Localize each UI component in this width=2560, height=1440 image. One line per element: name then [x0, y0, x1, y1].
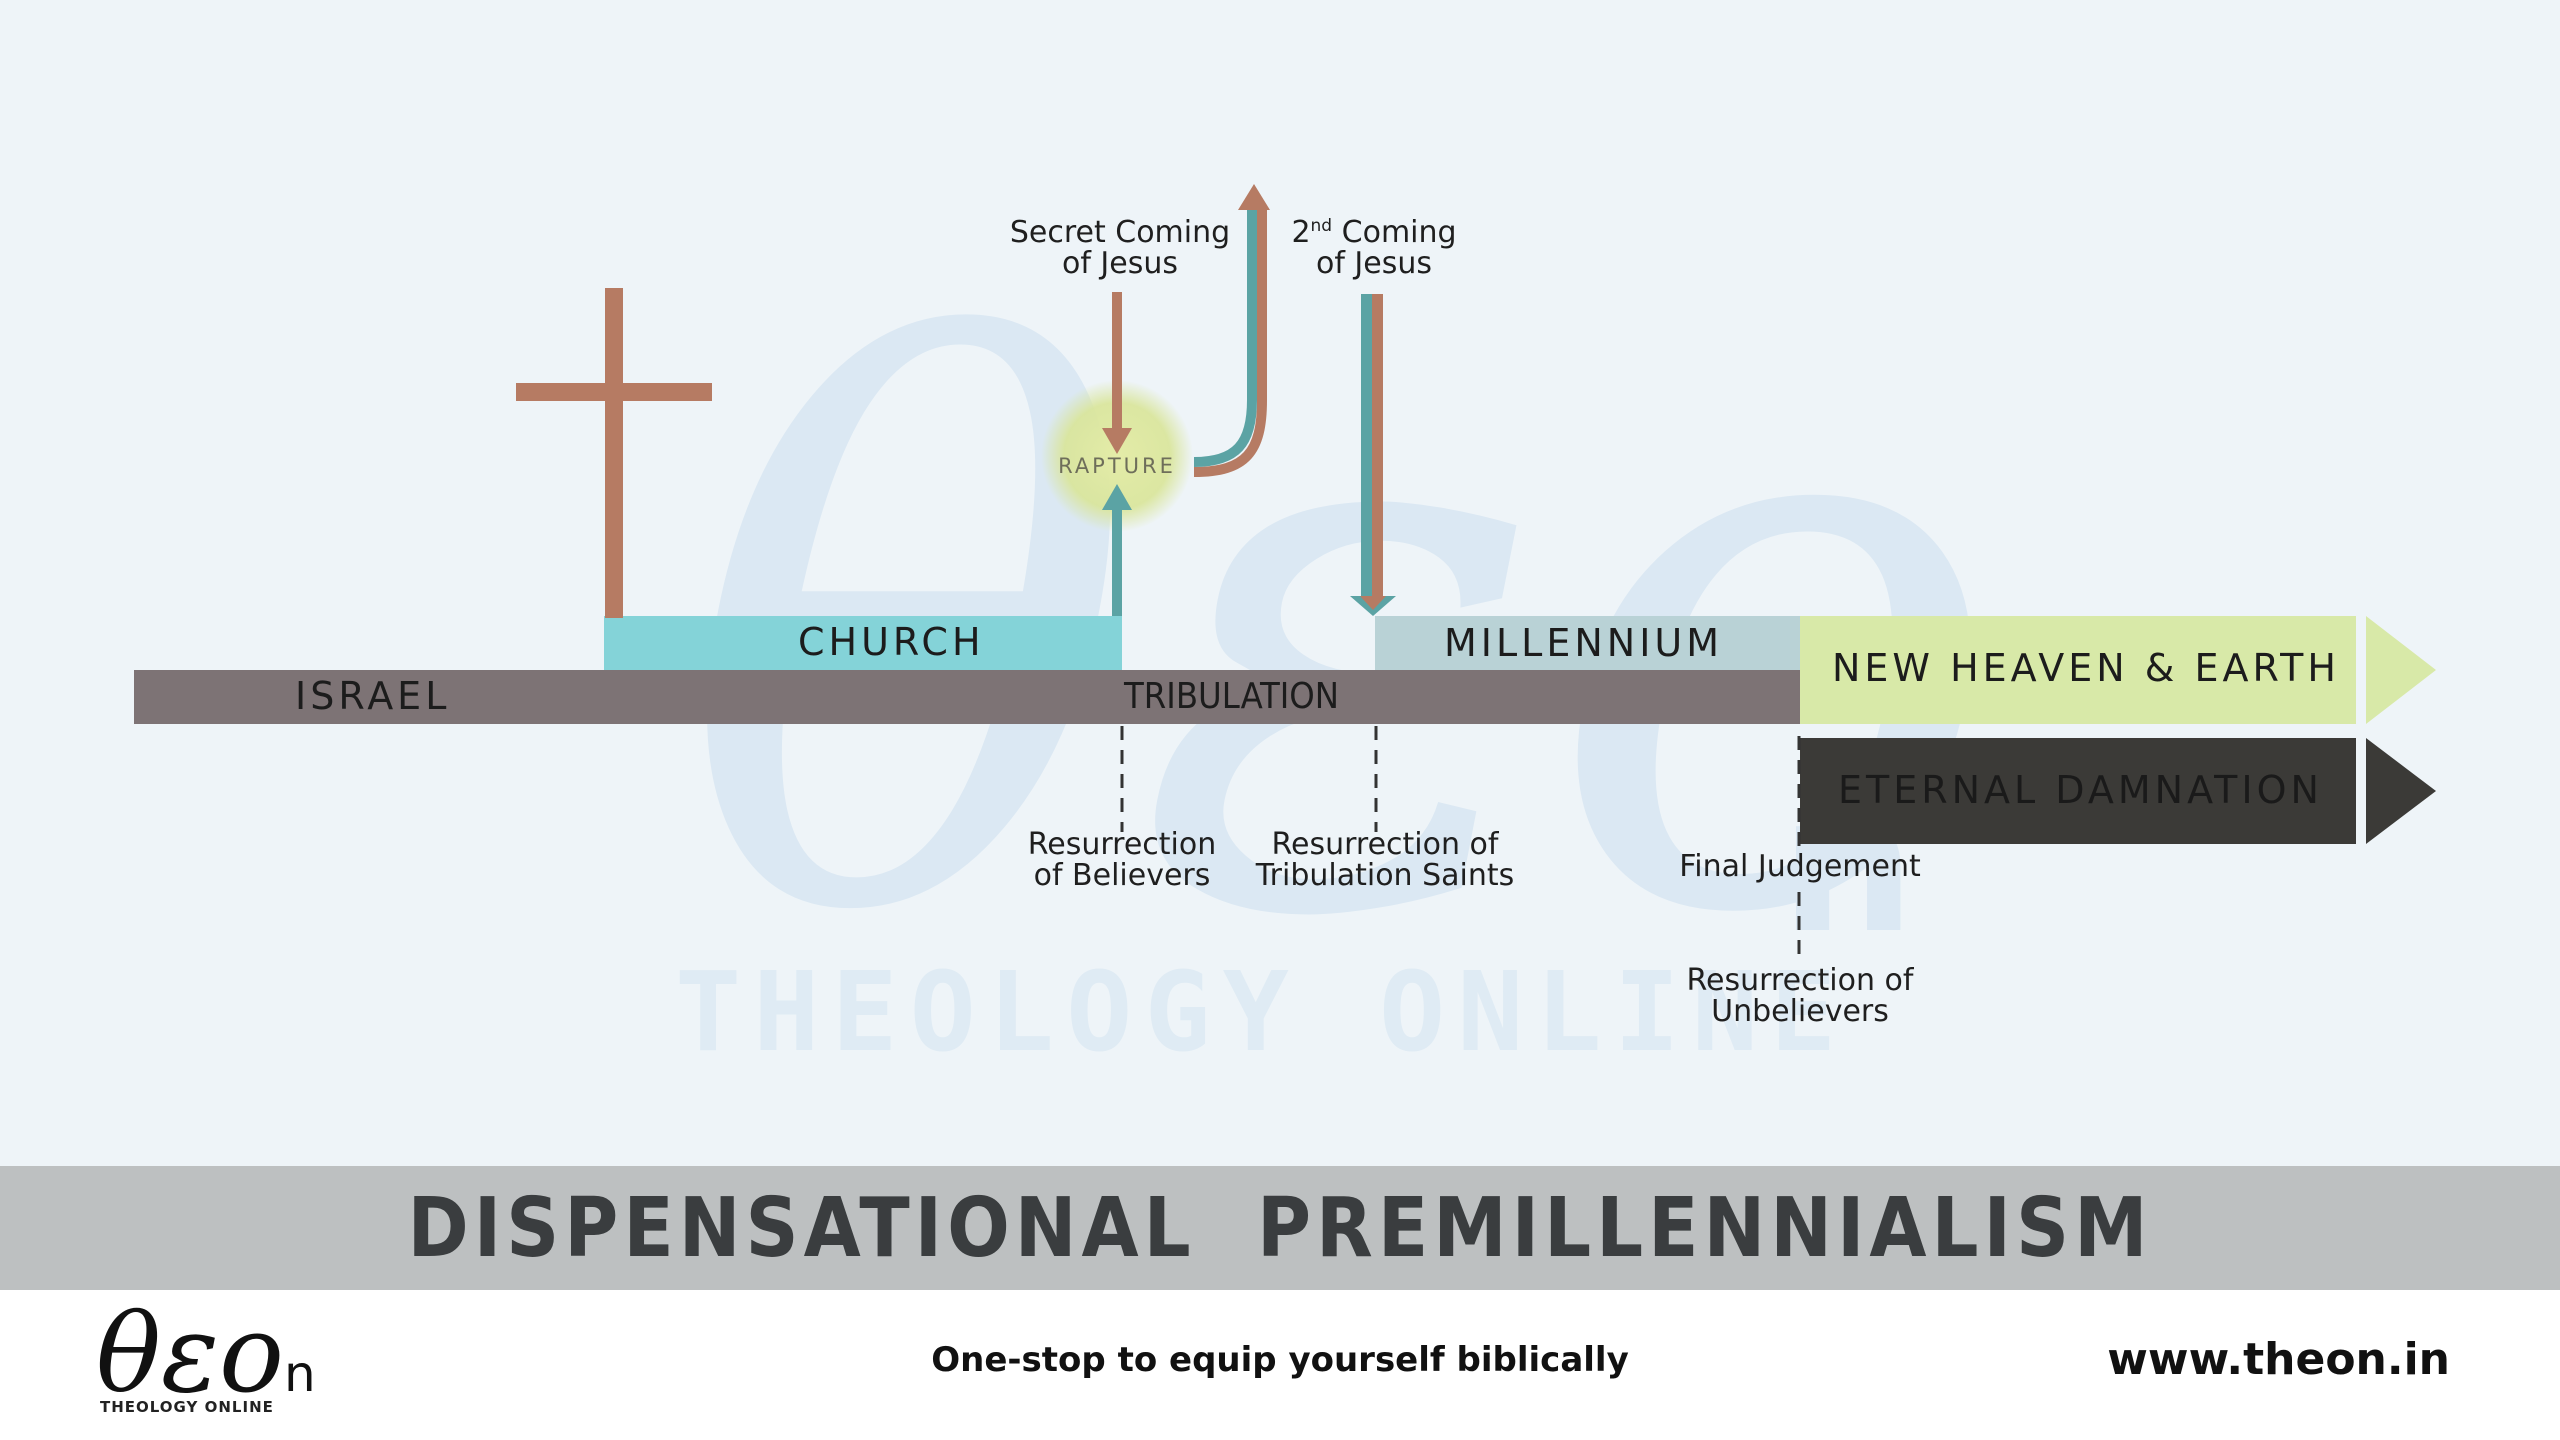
resurrection-tribulation-label: Resurrection of Tribulation Saints	[1232, 827, 1538, 893]
logo-mark: θεo	[96, 1292, 284, 1417]
second-coming-label: 2nd Coming of Jesus	[1264, 215, 1484, 281]
eternal-damnation-arrowhead	[2366, 738, 2436, 844]
secret-coming-shaft	[1112, 292, 1122, 428]
second-coming-shaft-brown	[1372, 294, 1383, 598]
secret-coming-line1: Secret Coming	[1009, 215, 1231, 250]
tribulation-label: TRIBULATION	[1124, 676, 1339, 717]
second-coming-ordinal: 2	[1291, 215, 1311, 250]
final-judgement-label: Final Judgement	[1679, 849, 1921, 884]
second-coming-line1: 2nd Coming	[1264, 215, 1484, 250]
rapture-ascent-arrow-brown	[1193, 206, 1267, 477]
secret-coming-line2: of Jesus	[1061, 245, 1179, 281]
website-link[interactable]: www.theon.in	[2107, 1334, 2450, 1385]
resurrection-tribulation-line2: Tribulation Saints	[1255, 857, 1515, 893]
rapture-glow	[1041, 380, 1193, 532]
second-coming-arrowhead-inner	[1360, 596, 1386, 610]
resurrection-believers-line2: of Believers	[1033, 857, 1211, 893]
eternal-damnation-label: ETERNAL DAMNATION	[1838, 768, 2323, 812]
resurrection-unbelievers-label: Resurrection of Unbelievers	[1660, 963, 1940, 1029]
rapture-ascent-arrow-teal	[1193, 206, 1257, 467]
secret-coming-arrowhead	[1102, 428, 1132, 454]
resurrection-believers-label: Resurrection of Believers	[992, 827, 1252, 893]
theon-logo: θεon	[96, 1290, 316, 1420]
new-heaven-label: NEW HEAVEN & EARTH	[1832, 646, 2340, 690]
title-band	[0, 1166, 2560, 1290]
resurrection-unbelievers-line1: Resurrection of	[1686, 963, 1914, 998]
second-coming-sup: nd	[1310, 216, 1333, 236]
second-coming-line2: of Jesus	[1315, 245, 1433, 281]
logo-subtitle: THEOLOGY ONLINE	[100, 1398, 274, 1416]
israel-bar	[134, 670, 1800, 724]
logo-suffix: n	[284, 1345, 316, 1403]
believers-rise-shaft	[1112, 510, 1122, 616]
page-title: DISPENSATIONAL PREMILLENNIALISM	[407, 1180, 2153, 1276]
millennium-label: MILLENNIUM	[1444, 621, 1724, 665]
israel-label: ISRAEL	[295, 674, 451, 718]
resurrection-believers-line1: Resurrection	[1027, 827, 1217, 862]
resurrection-unbelievers-line2: Unbelievers	[1711, 993, 1889, 1029]
second-coming-rest: Coming	[1332, 215, 1457, 250]
rapture-ascent-arrowhead	[1238, 184, 1270, 210]
cross-horizontal	[516, 383, 712, 401]
footer	[0, 1290, 2560, 1440]
tagline: One-stop to equip yourself biblically	[931, 1340, 1629, 1380]
cross-vertical	[605, 288, 623, 618]
millennium-bar	[1375, 616, 1800, 670]
resurrection-tribulation-line1: Resurrection of	[1271, 827, 1499, 862]
church-label: CHURCH	[798, 620, 985, 664]
rapture-label: RAPTURE	[1058, 454, 1176, 478]
believers-rise-arrowhead	[1102, 484, 1132, 510]
church-bar	[604, 616, 1122, 670]
new-heaven-arrowhead	[2366, 616, 2436, 724]
watermark-text: THEOLOGY ONLINE	[675, 948, 1848, 1076]
secret-coming-label: Secret Coming of Jesus	[990, 215, 1250, 281]
eternal-damnation-bar	[1800, 738, 2356, 844]
new-heaven-bar	[1800, 616, 2356, 724]
second-coming-shaft-teal	[1361, 294, 1372, 598]
